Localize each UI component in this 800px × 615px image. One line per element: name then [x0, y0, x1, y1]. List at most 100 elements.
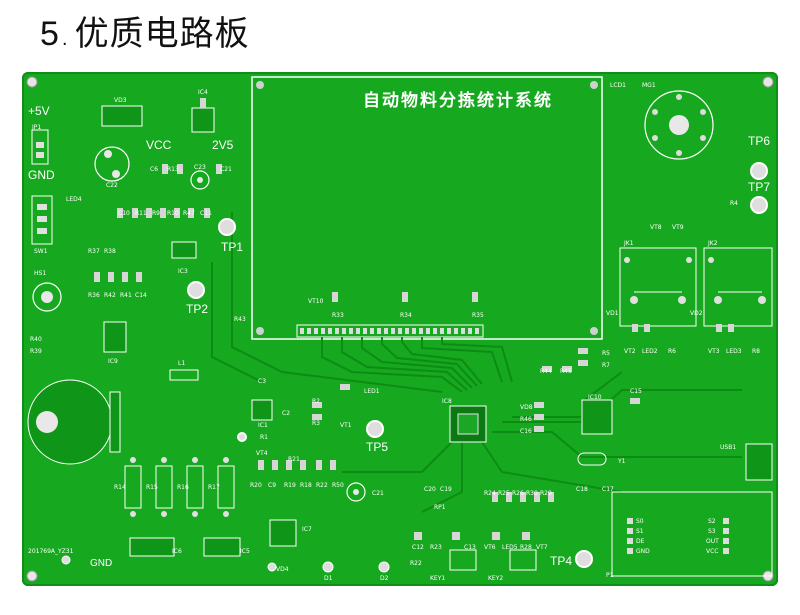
- label-vcc: VCC: [146, 138, 172, 152]
- ref-r44: R44: [540, 368, 552, 375]
- heading-number: 5: [40, 15, 60, 53]
- ref-vd8: VD8: [520, 404, 533, 411]
- ref-vd4: VD4: [276, 566, 289, 573]
- inductor-l1: [169, 369, 199, 381]
- ref-c19: C19: [440, 486, 452, 493]
- ref-c9: C9: [268, 482, 277, 489]
- ref-c20: C20: [424, 486, 436, 493]
- ref-vd3: VD3: [114, 97, 127, 104]
- lcd-header-pins: [300, 328, 479, 334]
- ref-usb1: USB1: [720, 444, 737, 451]
- p1-pin-s0: S0: [636, 518, 644, 525]
- ref-c18: C18: [576, 486, 588, 493]
- ref-r33: R33: [332, 312, 344, 319]
- mounting-holes: [26, 76, 774, 582]
- ref-mg1: MG1: [642, 82, 656, 89]
- ref-r20: R20: [250, 482, 262, 489]
- ref-ic4: IC4: [198, 89, 208, 96]
- lcd-outline: [251, 76, 603, 340]
- ref-r37: R37: [88, 248, 100, 255]
- ref-r30: R30: [526, 490, 538, 497]
- ref-led2: LED2: [642, 348, 658, 355]
- ref-r18: R18: [300, 482, 312, 489]
- ref-r23: R23: [430, 544, 442, 551]
- buzzer: [27, 379, 121, 465]
- ref-c16: C16: [520, 428, 532, 435]
- label-tp5: TP5: [366, 440, 389, 454]
- ic-packages: [103, 241, 613, 557]
- label-gnd-bottom: GND: [90, 558, 113, 569]
- ref-ic7: IC7: [302, 526, 312, 533]
- p1-pin-gnd: GND: [636, 548, 650, 555]
- relay-jk2: [703, 247, 773, 327]
- ref-r38: R38: [104, 248, 116, 255]
- label-tp4: TP4: [550, 554, 573, 568]
- hs1-holder: [32, 282, 62, 312]
- label-tp6: TP6: [748, 134, 771, 148]
- ref-c22: C22: [106, 182, 118, 189]
- ref-r22b: R22: [410, 560, 422, 567]
- ref-c14: C14: [135, 292, 147, 299]
- servo-mg1: [644, 90, 714, 160]
- page-heading: 5.优质电路板: [40, 6, 250, 55]
- ref-r42: R42: [104, 292, 116, 299]
- sw1-switch: [31, 195, 53, 245]
- ref-ic9: IC9: [108, 358, 118, 365]
- ref-r47: R47: [183, 210, 195, 217]
- ref-r36: R36: [88, 292, 100, 299]
- ref-d1: D1: [324, 575, 333, 582]
- ref-r7: R7: [602, 362, 610, 369]
- right-pin-vcc: VCC: [706, 548, 719, 555]
- capacitor-c21b: [346, 482, 366, 502]
- ref-led1: LED1: [364, 388, 380, 395]
- ref-r6: R6: [668, 348, 676, 355]
- ref-r4: R4: [730, 200, 738, 207]
- ref-sw1: SW1: [34, 248, 48, 255]
- ref-c6: C6: [150, 166, 159, 173]
- ref-c15: C15: [630, 388, 642, 395]
- ref-r1: R1: [260, 434, 268, 441]
- label-tp7: TP7: [748, 180, 771, 194]
- ref-ic3: IC3: [178, 268, 188, 275]
- label-gnd-left: GND: [28, 168, 55, 182]
- ref-r22: R22: [316, 482, 328, 489]
- ref-r9: R9: [152, 210, 160, 217]
- ref-r40: R40: [30, 336, 42, 343]
- ref-vt9: VT9: [672, 224, 684, 231]
- ref-c3: C3: [258, 378, 267, 385]
- ref-ic1: IC1: [258, 422, 268, 429]
- smd-pads: [94, 164, 734, 540]
- ref-rp1: RP1: [434, 504, 446, 511]
- ref-r15: R15: [146, 484, 158, 491]
- pcb-artwork: [26, 76, 774, 582]
- ref-r3: R3: [312, 420, 320, 427]
- ref-led5: LED5: [502, 544, 518, 551]
- ref-led3: LED3: [726, 348, 742, 355]
- label-2v5: 2V5: [212, 138, 234, 152]
- vd3-regulator: [101, 105, 143, 127]
- ref-r25: R25: [498, 490, 510, 497]
- ref-ic5: IC5: [240, 548, 250, 555]
- ref-r13: R13: [167, 166, 179, 173]
- ref-ic10: IC10: [588, 394, 602, 401]
- right-pin-s3: S3: [708, 528, 716, 535]
- ref-c12: C12: [412, 544, 424, 551]
- ref-l1: L1: [178, 360, 186, 367]
- ref-r29: R29: [540, 490, 552, 497]
- ref-c17: C17: [602, 486, 614, 493]
- ref-r39: R39: [30, 348, 42, 355]
- ref-r10: R10: [167, 210, 179, 217]
- right-pin-s2: S2: [708, 518, 716, 525]
- ref-r8: R8: [752, 348, 760, 355]
- serial-code: 201769A_YZ31: [28, 548, 74, 555]
- ref-r34: R34: [400, 312, 412, 319]
- relay-jk1: [619, 247, 697, 327]
- ref-vt7: VT7: [536, 544, 548, 551]
- p1-pin-pads: [627, 518, 729, 554]
- ref-r14: R14: [114, 484, 126, 491]
- label-tp2: TP2: [186, 302, 209, 316]
- heading-title: 优质电路板: [74, 14, 250, 54]
- ref-key2: KEY2: [488, 575, 504, 582]
- ref-vd1: VD1: [606, 310, 619, 317]
- lcd-title-silkscreen: 自动物料分拣统计系统: [363, 91, 553, 111]
